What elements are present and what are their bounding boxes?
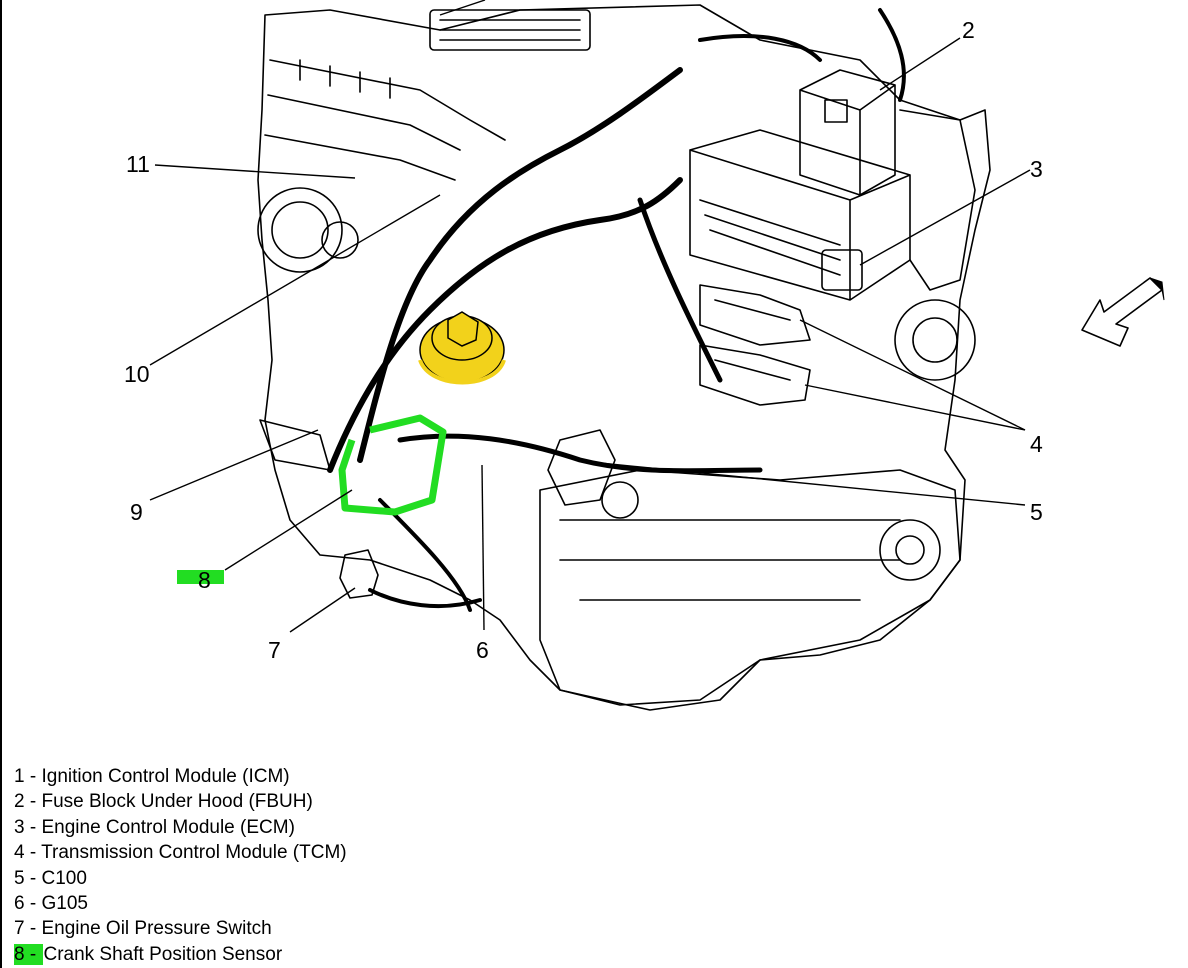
legend-label: C100 [41, 867, 87, 889]
ignition-module-body [429, 9, 591, 51]
left-border [0, 0, 2, 968]
callout-3: 3 [1030, 156, 1043, 182]
legend-label: Engine Control Module (ECM) [41, 816, 295, 838]
callout-numbers: 2 3 4 5 6 7 8 9 10 11 [124, 17, 1043, 663]
engine-block-outline [257, 4, 991, 711]
direction-arrow-icon [1081, 277, 1165, 347]
legend-label: Crank Shaft Position Sensor [43, 943, 283, 965]
legend-item: 7 - Engine Oil Pressure Switch [14, 916, 347, 941]
callout-7: 7 [268, 637, 281, 663]
legend-num: 5 [14, 867, 25, 889]
legend-label: Fuse Block Under Hood (FBUH) [41, 791, 313, 813]
transaxle-housing [539, 469, 961, 706]
legend-label: Engine Oil Pressure Switch [41, 918, 272, 940]
legend-item: 6 - G105 [14, 891, 347, 916]
legend-sep: - [24, 943, 42, 965]
wire-harness-main [357, 67, 683, 463]
legend-sep: - [24, 842, 42, 864]
c100-connector [547, 429, 616, 506]
legend-num: 1 [14, 766, 25, 787]
legend-item-highlighted: 8 - Crank Shaft Position Sensor [14, 942, 347, 967]
legend-highlight: 8 - [14, 943, 44, 965]
legend-item: 3 - Engine Control Module (ECM) [14, 815, 347, 840]
legend-item: 2 - Fuse Block Under Hood (FBUH) [14, 789, 347, 814]
engine-compartment-diagram: 2 3 4 5 6 7 8 9 10 11 [124, 0, 1165, 711]
legend-sep: - [24, 791, 42, 813]
legend-num: 4 [14, 842, 25, 864]
fuse-block-box [799, 69, 896, 196]
throttle-body [257, 187, 343, 273]
legend-label: Ignition Control Module (ICM) [41, 766, 290, 787]
callout-6: 6 [476, 637, 489, 663]
legend-item: 4 - Transmission Control Module (TCM) [14, 840, 347, 865]
legend-sep: - [24, 816, 42, 838]
legend-label: G105 [41, 893, 88, 915]
tcm-connectors [699, 284, 811, 406]
callout-2: 2 [962, 17, 975, 43]
yellow-highlighted-component [418, 311, 506, 385]
callout-9: 9 [130, 499, 143, 525]
fuel-rail [264, 59, 506, 181]
crank-sensor-highlight [338, 414, 447, 516]
legend-num: 7 [14, 918, 25, 940]
legend-sep: - [24, 893, 42, 915]
callout-8-highlight [177, 570, 224, 584]
legend-sep: - [24, 766, 42, 787]
legend-sep: - [24, 918, 42, 940]
legend-sep: - [24, 867, 42, 889]
callout-11: 11 [126, 151, 150, 177]
callout-8: 8 [198, 567, 211, 593]
callout-5: 5 [1030, 499, 1043, 525]
parts-legend: 1 - Ignition Control Module (ICM) 2 - Fu… [14, 764, 347, 967]
callout-10: 10 [124, 361, 150, 387]
legend-item: 1 - Ignition Control Module (ICM) [14, 764, 347, 789]
leader-lines [149, 0, 1031, 633]
legend-item: 5 - C100 [14, 866, 347, 891]
legend-num: 6 [14, 893, 25, 915]
callout-4: 4 [1030, 431, 1043, 457]
legend-label: Transmission Control Module (TCM) [41, 842, 347, 864]
legend-num: 2 [14, 791, 25, 813]
legend-num: 3 [14, 816, 25, 838]
legend-num: 8 [14, 943, 25, 965]
oil-pressure-switch [339, 549, 379, 599]
